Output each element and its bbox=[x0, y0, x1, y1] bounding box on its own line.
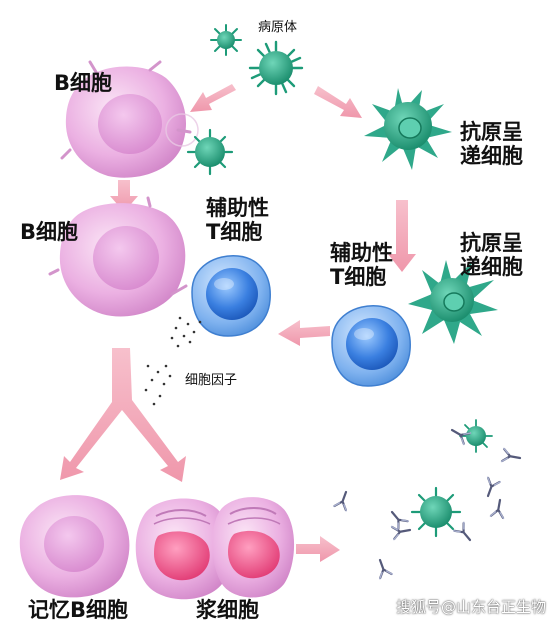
helper-t-cell-right bbox=[331, 305, 411, 387]
arrow-to-apc bbox=[314, 86, 362, 118]
cytokine-dots-mid bbox=[144, 364, 172, 406]
apc-top bbox=[364, 88, 452, 170]
label-apc-top: 抗原呈 递细胞 bbox=[460, 120, 523, 168]
arrow-to-antibodies bbox=[296, 536, 340, 562]
label-b-cell-top: B细胞 bbox=[54, 71, 113, 95]
helper-t-cell-left bbox=[191, 255, 271, 337]
apc-right bbox=[408, 260, 498, 344]
pathogen-bound bbox=[186, 128, 234, 176]
plasma-cell-right bbox=[212, 497, 295, 598]
arrow-t-to-t bbox=[278, 320, 330, 346]
label-apc-right-line1: 抗原呈 bbox=[460, 231, 523, 255]
label-helper-t-left: 辅助性 T细胞 bbox=[206, 196, 269, 244]
arrow-split-differentiation bbox=[60, 348, 186, 482]
antibody-pathogen-cluster bbox=[332, 419, 523, 581]
memory-b-cell bbox=[19, 495, 130, 598]
arrow-apc-down bbox=[388, 200, 416, 272]
cytokine-dots-left bbox=[170, 316, 202, 348]
b-cell-middle bbox=[48, 196, 188, 317]
label-helper-t-right-line2: T细胞 bbox=[330, 265, 387, 290]
label-plasma-cell: 浆细胞 bbox=[196, 598, 259, 622]
b-cell-top bbox=[60, 60, 199, 178]
label-helper-t-left-line2: T细胞 bbox=[206, 220, 263, 245]
label-cytokine: 细胞因子 bbox=[185, 373, 238, 388]
label-b-cell-middle: B细胞 bbox=[20, 220, 79, 244]
watermark: 搜狐号@山东台正生物 bbox=[395, 598, 546, 616]
arrow-pathogen-to-b-cell bbox=[190, 84, 236, 112]
label-helper-t-right: 辅助性 T细胞 bbox=[330, 241, 393, 289]
pathogen-small bbox=[210, 24, 242, 56]
plasma-cell-left bbox=[135, 498, 233, 600]
label-helper-t-left-line1: 辅助性 bbox=[206, 196, 269, 220]
label-apc-right-line2: 递细胞 bbox=[460, 255, 523, 280]
label-pathogen: 病原体 bbox=[258, 20, 298, 35]
label-apc-top-line2: 递细胞 bbox=[460, 144, 523, 169]
pathogen-large bbox=[248, 40, 304, 96]
label-apc-top-line1: 抗原呈 bbox=[460, 120, 523, 144]
label-helper-t-right-line1: 辅助性 bbox=[330, 241, 393, 265]
label-apc-right: 抗原呈 递细胞 bbox=[460, 231, 523, 279]
label-memory-b-cell: 记忆B细胞 bbox=[28, 598, 129, 622]
